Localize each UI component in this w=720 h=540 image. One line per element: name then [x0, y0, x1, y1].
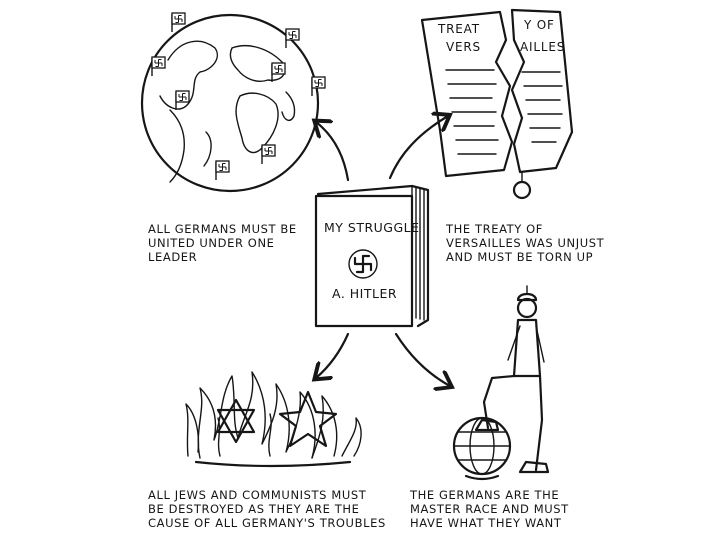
caption-bottom-left: ALL JEWS AND COMMUNISTS MUST BE DESTROYE… [148, 488, 386, 530]
treaty-left-line-1: TREAT [438, 22, 480, 36]
caption-top-right: THE TREATY OF VERSAILLES WAS UNJUST AND … [446, 222, 604, 264]
caption-line: ALL JEWS AND COMMUNISTS MUST [148, 488, 367, 502]
caption-line: CAUSE OF ALL GERMANY'S TROUBLES [148, 516, 386, 530]
treaty-document-icon [420, 8, 574, 200]
swastika-icon [348, 249, 378, 279]
caption-line: LEADER [148, 250, 198, 264]
star-icon [278, 390, 338, 448]
book-icon [314, 184, 430, 328]
caption-bottom-right: THE GERMANS ARE THE MASTER RACE AND MUST… [410, 488, 569, 530]
star-of-david-icon [216, 398, 256, 444]
caption-line: VERSAILLES WAS UNJUST [446, 236, 605, 250]
caption-top-left: ALL GERMANS MUST BE UNITED UNDER ONE LEA… [148, 222, 297, 264]
small-globe-icon [452, 416, 512, 481]
treaty-right-line-2: AILLES [520, 40, 566, 54]
caption-line: UNITED UNDER ONE [148, 236, 275, 250]
flames-icon [185, 371, 362, 468]
treaty-left-line-2: VERS [446, 40, 481, 54]
caption-line: BE DESTROYED AS THEY ARE THE [148, 502, 360, 516]
book-title: MY STRUGGLE [324, 220, 420, 235]
caption-line: THE GERMANS ARE THE [410, 488, 560, 502]
caption-line: MASTER RACE AND MUST [410, 502, 569, 516]
soldier-icon [474, 285, 550, 474]
globe-icon [140, 13, 320, 193]
caption-line: HAVE WHAT THEY WANT [410, 516, 562, 530]
book-author: A. HITLER [332, 286, 398, 301]
caption-line: ALL GERMANS MUST BE [148, 222, 297, 236]
caption-line: THE TREATY OF [446, 222, 544, 236]
treaty-right-line-1: Y OF [524, 18, 555, 32]
caption-line: AND MUST BE TORN UP [446, 250, 594, 264]
globe-flags [151, 12, 326, 181]
